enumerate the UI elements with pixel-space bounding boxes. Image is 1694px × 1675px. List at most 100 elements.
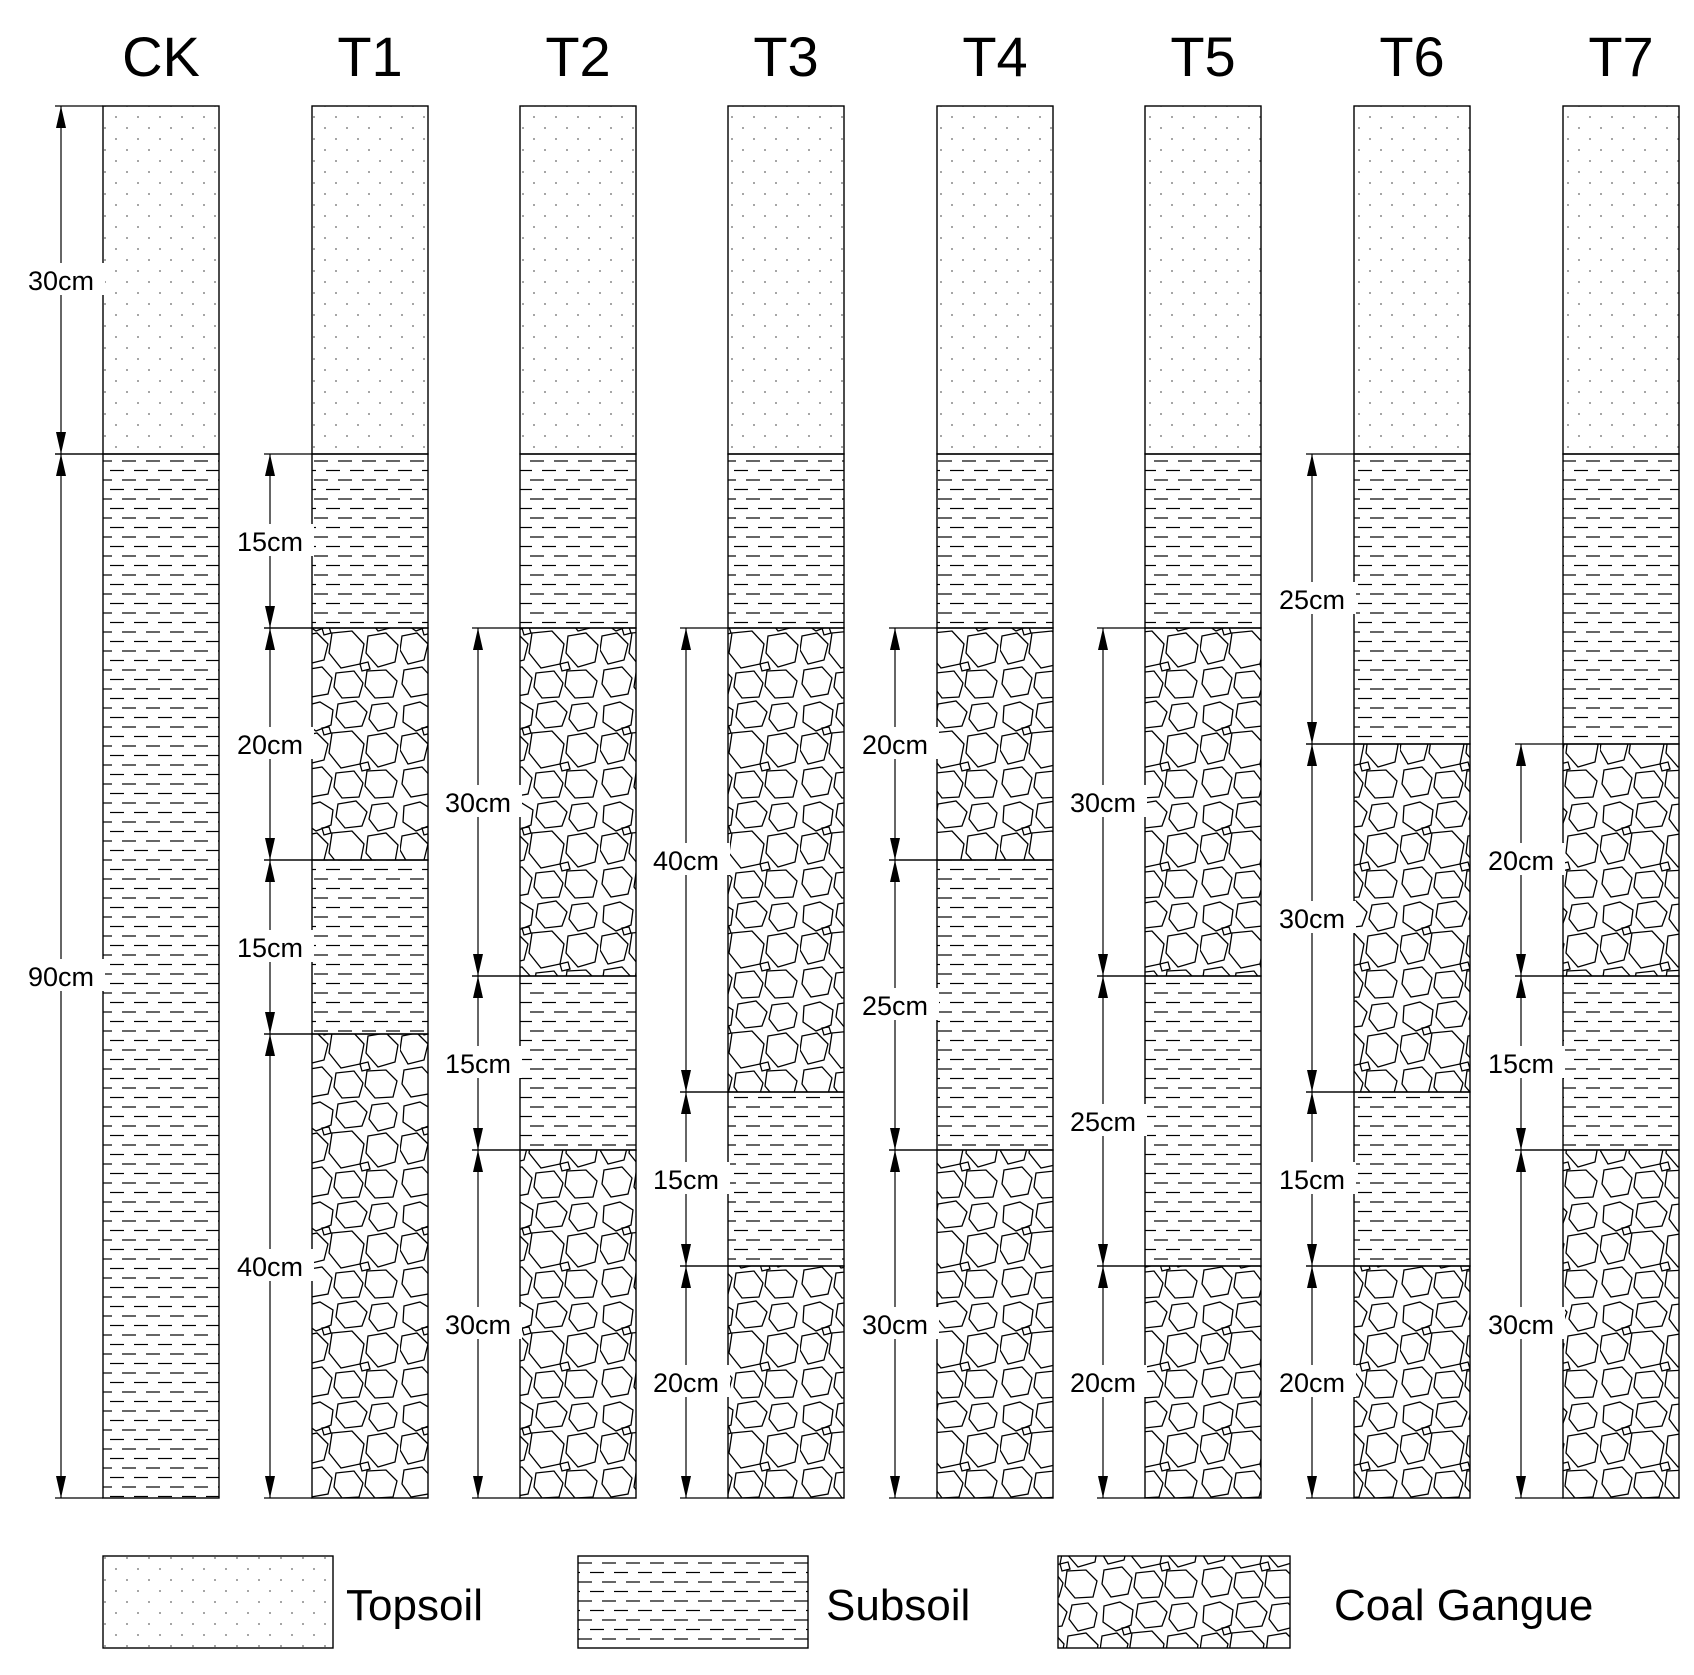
arrow-down-icon [1307,1476,1317,1498]
arrow-down-icon [265,1476,275,1498]
t6-layer-4-gangue [1353,1265,1471,1499]
arrow-down-icon [1307,722,1317,744]
dimension-label: 20cm [1488,846,1554,876]
column-title-ck: CK [122,25,200,88]
dimension-label: 30cm [862,1310,928,1340]
t3-layer-2-gangue [727,627,845,1093]
legend-item-gangue: Coal Gangue [1057,1555,1593,1649]
arrow-up-icon [56,454,66,476]
t3-layer-1-subsoil [727,453,845,629]
t4-dimension-2: 20cm [851,627,939,861]
label-background [226,930,314,962]
t5-dimension-4: 20cm [1059,1265,1147,1499]
dimension-label: 40cm [653,846,719,876]
column-title-t5: T5 [1170,25,1235,88]
arrow-up-icon [890,628,900,650]
arrow-up-icon [265,860,275,882]
legend-swatch-topsoil [102,1555,334,1649]
arrow-up-icon [1098,1266,1108,1288]
legend-item-subsoil: Subsoil [577,1555,970,1649]
column-title-t2: T2 [545,25,610,88]
label-background [226,524,314,556]
dimension-label: 20cm [1279,1368,1345,1398]
arrow-up-icon [1307,744,1317,766]
arrow-up-icon [1307,454,1317,476]
label-background [1268,901,1356,933]
dimension-label: 90cm [28,962,94,992]
t1-dimension-2: 20cm [226,627,314,861]
arrow-up-icon [473,976,483,998]
dimension-label: 30cm [445,1310,511,1340]
t7-dimension-2: 20cm [1477,743,1565,977]
dimension-annotations: 30cm90cm15cm20cm15cm40cm30cm15cm30cm40cm… [17,105,1565,1499]
t7-layer-2-gangue [1562,743,1680,977]
dimension-label: 15cm [653,1165,719,1195]
label-background [17,959,105,991]
arrow-up-icon [473,628,483,650]
label-background [1059,1365,1147,1397]
t7-layer-3-subsoil [1562,975,1680,1151]
label-background [434,785,522,817]
arrow-down-icon [1098,1476,1108,1498]
arrow-up-icon [473,1150,483,1172]
t3-layer-3-subsoil [727,1091,845,1267]
arrow-down-icon [681,1244,691,1266]
t3-dimension-3: 15cm [642,1091,730,1267]
arrow-up-icon [1307,1266,1317,1288]
t6-layer-1-subsoil [1353,453,1471,745]
t6-dimension-4: 20cm [1268,1265,1356,1499]
t2-dimension-3: 15cm [434,975,522,1151]
t5-layer-2-gangue [1144,627,1262,977]
dimension-label: 15cm [237,933,303,963]
label-background [851,988,939,1020]
t1-dimension-3: 15cm [226,859,314,1035]
dimension-label: 25cm [1070,1107,1136,1137]
t3-dimension-4: 20cm [642,1265,730,1499]
legend-swatch-subsoil [577,1555,809,1649]
t1-dimension-1: 15cm [226,453,314,629]
arrow-up-icon [1307,1092,1317,1114]
dimension-label: 30cm [28,266,94,296]
t6-layer-2-gangue [1353,743,1471,1093]
arrow-up-icon [265,1034,275,1056]
arrow-up-icon [1516,1150,1526,1172]
ck-layer-0-topsoil [102,105,220,455]
label-background [1059,1104,1147,1136]
t7-dimension-4: 30cm [1477,1149,1565,1499]
arrow-up-icon [681,1266,691,1288]
t2-layer-3-subsoil [519,975,637,1151]
arrow-down-icon [1307,1244,1317,1266]
dimension-label: 15cm [237,527,303,557]
column-title-t1: T1 [337,25,402,88]
label-background [642,1365,730,1397]
arrow-down-icon [890,838,900,860]
dimension-label: 20cm [862,730,928,760]
dimension-label: 15cm [1279,1165,1345,1195]
t6-layer-0-topsoil [1353,105,1471,455]
arrow-up-icon [890,1150,900,1172]
t1-layer-2-gangue [311,627,429,861]
arrow-down-icon [1516,1476,1526,1498]
arrow-down-icon [1098,954,1108,976]
arrow-down-icon [265,606,275,628]
label-background [434,1307,522,1339]
label-background [851,1307,939,1339]
dimension-label: 15cm [1488,1049,1554,1079]
t1-layer-4-gangue [311,1033,429,1499]
t4-layer-1-subsoil [936,453,1054,629]
arrow-down-icon [1516,954,1526,976]
column-title-t6: T6 [1379,25,1444,88]
t1-layer-0-topsoil [311,105,429,455]
column-title-t7: T7 [1588,25,1653,88]
t2-layer-4-gangue [519,1149,637,1499]
arrow-up-icon [890,860,900,882]
arrow-down-icon [265,1012,275,1034]
t5-dimension-3: 25cm [1059,975,1147,1267]
arrow-down-icon [56,432,66,454]
t5-layer-0-topsoil [1144,105,1262,455]
label-background [226,1249,314,1281]
arrow-down-icon [265,838,275,860]
ck-layer-1-subsoil [102,453,220,1499]
